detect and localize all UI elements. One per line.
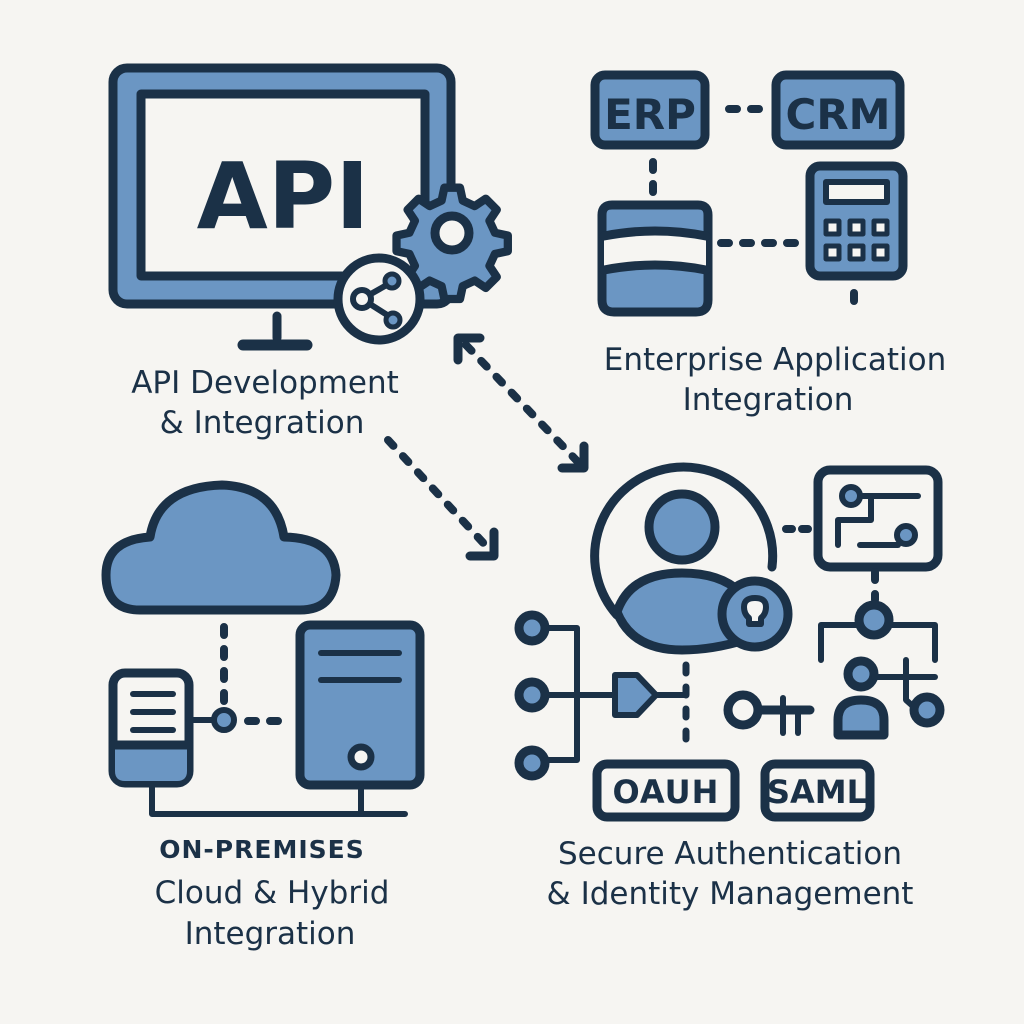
svg-text:CRM: CRM bbox=[786, 90, 891, 139]
arrow-head-down-icon bbox=[557, 441, 589, 473]
cloud-caption-line3: Integration bbox=[185, 916, 356, 952]
gear-icon bbox=[392, 183, 512, 304]
crm-box: CRM bbox=[771, 70, 905, 150]
api-caption-line1: API Development bbox=[131, 365, 399, 401]
bidirectional-arrow-line bbox=[462, 341, 582, 466]
api-screen-text: API bbox=[197, 143, 370, 250]
auth-caption-line2: & Identity Management bbox=[547, 876, 914, 912]
monitor-icon bbox=[108, 63, 456, 351]
database-icon bbox=[597, 200, 713, 317]
cloud-section: ON-PREMISES Cloud & Hybrid Integration bbox=[101, 480, 425, 952]
cloud-icon bbox=[101, 480, 341, 615]
user-icon bbox=[590, 462, 778, 655]
enterprise-section: ERP CRM Enterprise Application Integrati bbox=[590, 70, 947, 418]
share-icon bbox=[333, 253, 425, 345]
cloud-caption-line2: Cloud & Hybrid bbox=[155, 875, 390, 911]
server-tower-icon bbox=[295, 620, 425, 790]
flow-connector-icon bbox=[514, 610, 687, 781]
auth-section: OAUH SAML Secure Authentication & Identi… bbox=[514, 462, 945, 912]
svg-text:OAUH: OAUH bbox=[613, 773, 720, 811]
key-icon bbox=[723, 690, 815, 736]
svg-text:SAML: SAML bbox=[767, 773, 867, 811]
api-caption-line2: & Integration bbox=[160, 405, 365, 441]
connector-arrows bbox=[384, 333, 589, 561]
svg-text:ERP: ERP bbox=[604, 90, 696, 139]
enterprise-caption-line1: Enterprise Application bbox=[604, 342, 947, 378]
arrow-head-up-icon bbox=[453, 333, 485, 365]
arrow-head-icon bbox=[465, 527, 499, 561]
diagonal-arrow-line bbox=[384, 436, 492, 552]
circuit-icon bbox=[813, 465, 943, 572]
document-server-icon bbox=[108, 668, 237, 788]
lock-icon bbox=[717, 576, 793, 652]
erp-box: ERP bbox=[590, 70, 710, 150]
api-section: API API Development & Integration bbox=[108, 63, 512, 441]
saml-badge: SAML bbox=[760, 759, 875, 822]
cloud-caption-line1: ON-PREMISES bbox=[159, 835, 364, 864]
network-icon bbox=[818, 600, 945, 740]
auth-caption-line1: Secure Authentication bbox=[558, 836, 902, 872]
enterprise-caption-line2: Integration bbox=[683, 382, 854, 418]
calculator-icon bbox=[805, 161, 908, 281]
oauth-badge: OAUH bbox=[592, 759, 740, 822]
